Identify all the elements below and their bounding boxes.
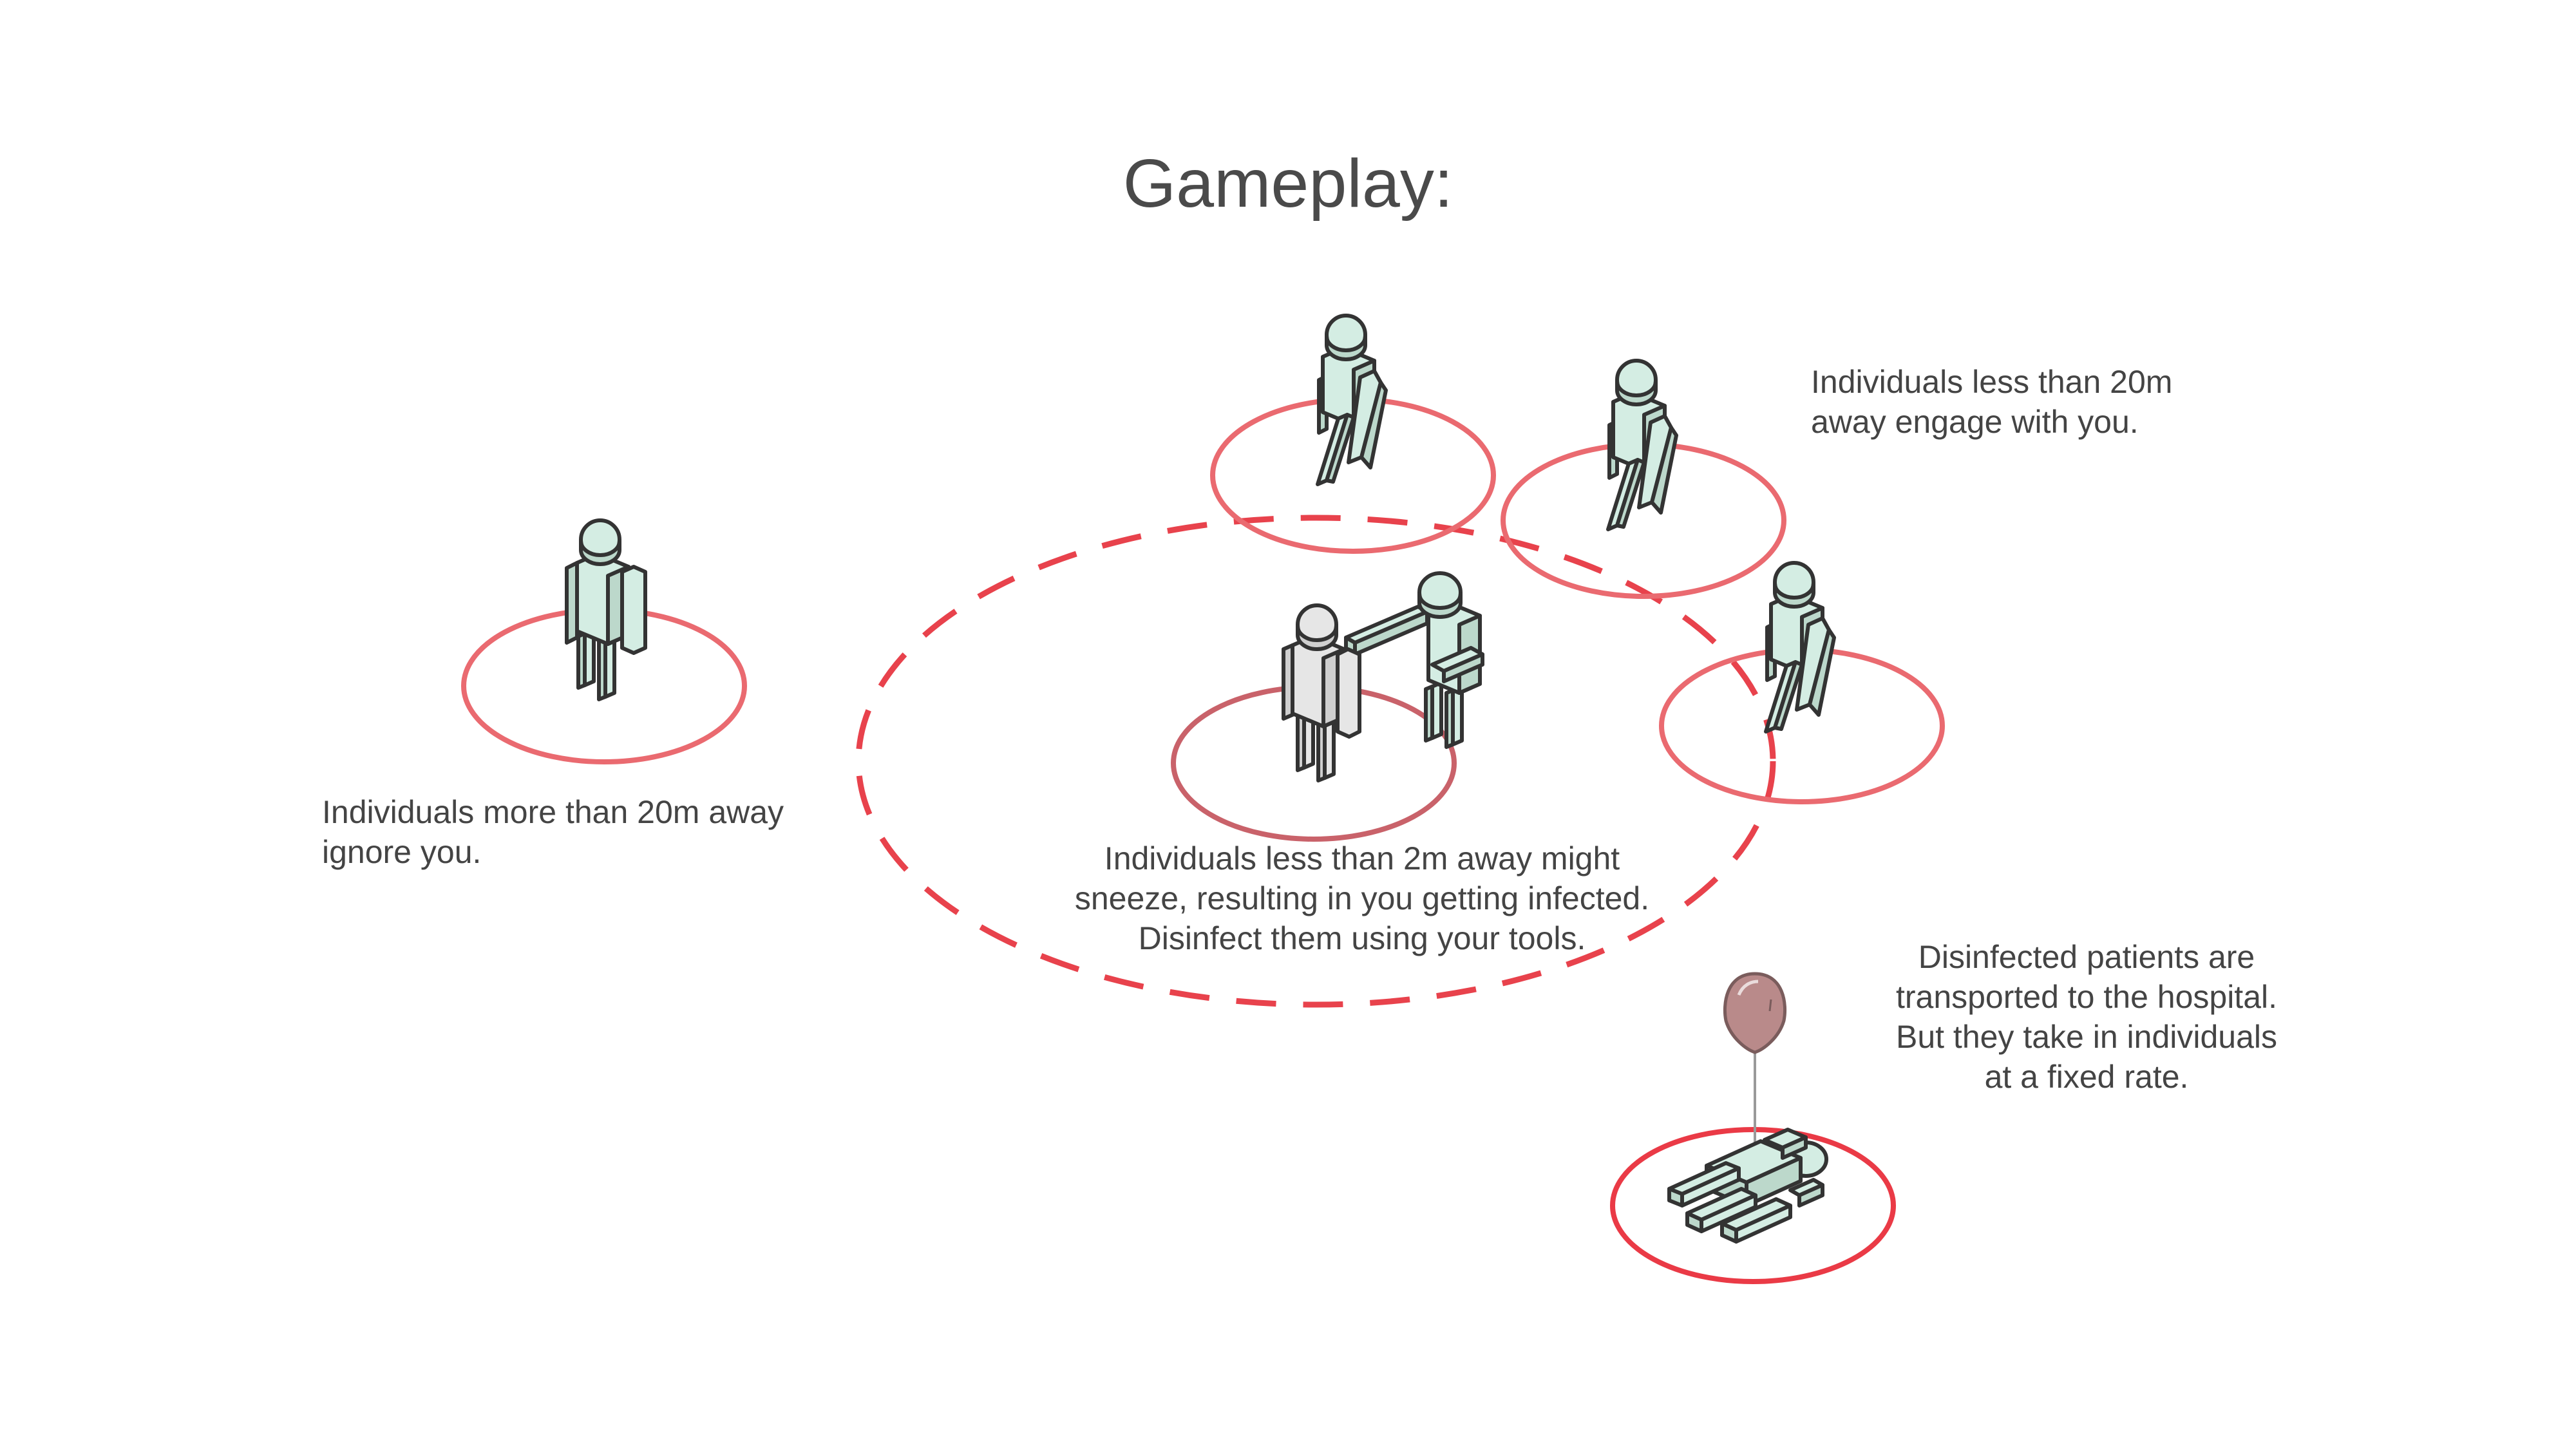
caption-far-individuals: Individuals more than 20m away ignore yo… [322,794,784,870]
page-title: Gameplay: [1122,146,1454,222]
caption-close-individuals: Individuals less than 2m away might snee… [1074,840,1650,956]
walking-individual-top [1316,314,1388,486]
caption-hospital: Disinfected patients are transported to … [1895,939,2278,1095]
standing-individual-far [565,518,647,701]
walking-individual-right [1606,359,1678,531]
walking-individual-lower-right [1764,561,1836,734]
sneezing-individual [1344,571,1484,749]
ring-patient [1610,1127,1896,1284]
balloon-icon [1723,972,1787,1054]
caption-near-individuals: Individuals less than 20m away engage wi… [1811,364,2173,440]
lying-patient [1667,1128,1828,1244]
player-figure [1282,603,1361,782]
engagement-range-dashed-ring [855,515,1776,1008]
